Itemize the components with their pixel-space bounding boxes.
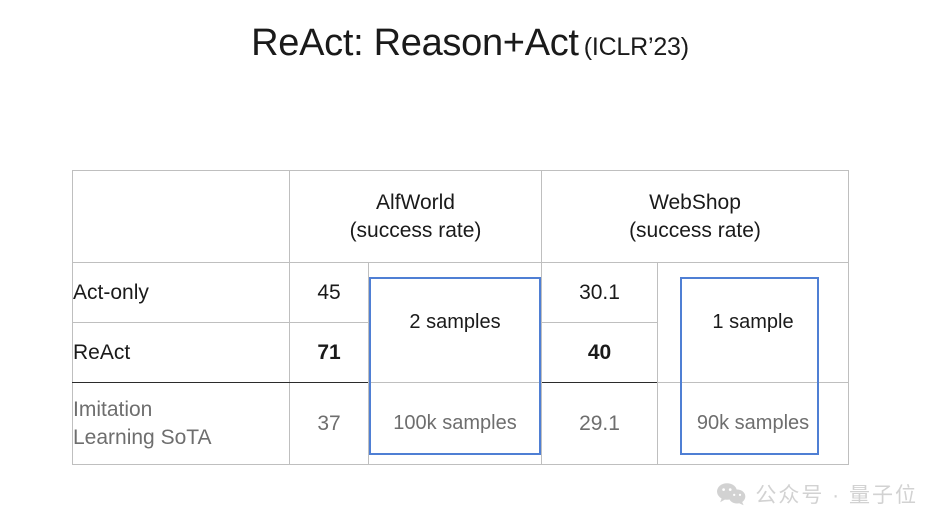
- row-method-react: ReAct: [72, 322, 290, 383]
- watermark: 公众号 · 量子位: [716, 479, 918, 509]
- wechat-icon: [716, 482, 746, 506]
- cell-webshop-score-act-only: 30.1: [541, 262, 658, 323]
- cell-alfworld-samples-top: 2 samples: [368, 262, 542, 383]
- cell-webshop-score-react: 40: [541, 322, 658, 383]
- results-table-container: AlfWorld (success rate) WebShop (success…: [72, 170, 849, 465]
- cell-webshop-samples-top: 1 sample: [657, 262, 849, 383]
- row-method-imitation-learning-sota: Imitation Learning SoTA: [72, 382, 290, 465]
- row-method-line-1: Imitation: [73, 398, 153, 422]
- cell-alfworld-score-act-only: 45: [289, 262, 369, 323]
- title-main-text: ReAct: Reason+Act: [251, 22, 579, 64]
- header-webshop-label: WebShop: [649, 190, 741, 214]
- header-cell-alfworld: AlfWorld (success rate): [289, 170, 542, 263]
- row-method-line-2: Learning SoTA: [73, 425, 212, 449]
- header-cell-webshop: WebShop (success rate): [541, 170, 849, 263]
- header-webshop-sublabel: (success rate): [629, 218, 761, 242]
- table-row: Imitation Learning SoTA 37 100k samples …: [72, 382, 849, 465]
- row-method-act-only: Act-only: [72, 262, 290, 323]
- cell-alfworld-samples-imitation: 100k samples: [368, 382, 542, 465]
- header-alfworld-sublabel: (success rate): [349, 218, 482, 242]
- table-row: Act-only 45 2 samples 30.1 1 sample: [72, 262, 849, 383]
- cell-alfworld-score-react: 71: [289, 322, 369, 383]
- cell-alfworld-score-imitation: 37: [289, 382, 369, 465]
- results-table: AlfWorld (success rate) WebShop (success…: [72, 170, 849, 465]
- table-row: ReAct 71 40: [72, 322, 849, 383]
- header-alfworld-label: AlfWorld: [376, 190, 455, 214]
- header-cell-empty: [72, 170, 290, 263]
- page-title: ReAct: Reason+Act(ICLR’23): [0, 22, 940, 65]
- cell-webshop-samples-imitation: 90k samples: [657, 382, 849, 465]
- title-venue-text: (ICLR’23): [583, 33, 689, 61]
- cell-webshop-score-imitation: 29.1: [541, 382, 658, 465]
- watermark-text: 公众号 · 量子位: [755, 484, 918, 507]
- table-header-row: AlfWorld (success rate) WebShop (success…: [72, 170, 849, 263]
